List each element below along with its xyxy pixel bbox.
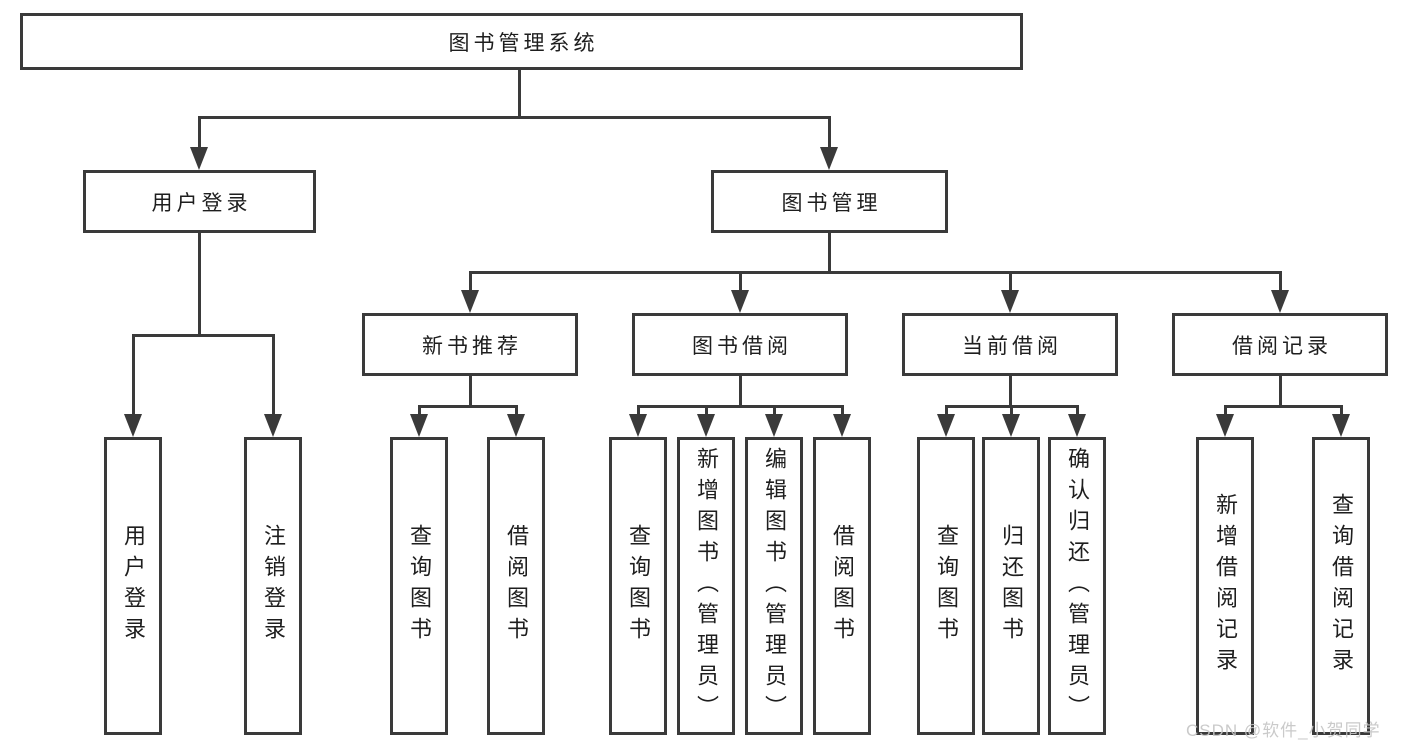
connector-line <box>468 271 472 294</box>
node-book-borrow: 图书借阅 <box>632 313 848 376</box>
arrow-down-icon <box>1001 290 1019 313</box>
connector-line <box>514 405 518 416</box>
arrow-down-icon <box>1216 414 1234 437</box>
leaf-return-book: 归还图书 <box>982 437 1040 735</box>
node-label: 图书管理 <box>781 191 882 215</box>
connector-line <box>840 405 844 416</box>
connector-line <box>738 375 742 408</box>
connector-line <box>271 334 275 416</box>
leaf-query-book-recommend: 查询图书 <box>390 437 448 735</box>
connector-line <box>1278 271 1282 294</box>
arrow-down-icon <box>833 414 851 437</box>
connector-line <box>417 404 518 408</box>
node-label: 当前借阅 <box>962 334 1062 358</box>
connector-line <box>1008 375 1012 408</box>
node-label: 用户登录 <box>151 191 252 215</box>
arrow-down-icon <box>410 414 428 437</box>
node-user-login: 用户登录 <box>83 170 316 233</box>
arrow-down-icon <box>264 414 282 437</box>
connector-line <box>1075 405 1079 416</box>
arrow-down-icon <box>1068 414 1086 437</box>
connector-line <box>704 405 708 416</box>
connector-line <box>417 405 421 416</box>
leaf-label: 新增图书（管理员） <box>694 446 719 726</box>
leaf-borrow-book: 借阅图书 <box>813 437 871 735</box>
connector-line <box>738 271 742 294</box>
arrow-down-icon <box>765 414 783 437</box>
connector-line <box>944 404 1079 408</box>
connector-line <box>468 375 472 408</box>
leaf-add-borrow-record: 新增借阅记录 <box>1196 437 1254 735</box>
arrow-down-icon <box>507 414 525 437</box>
node-book-management: 图书管理 <box>711 170 948 233</box>
connector-line <box>131 333 275 337</box>
leaf-label: 确认归还（管理员） <box>1065 446 1090 726</box>
leaf-label: 查询图书 <box>407 524 432 648</box>
connector-line <box>636 404 844 408</box>
connector-line <box>1223 405 1227 416</box>
leaf-add-book-admin: 新增图书（管理员） <box>677 437 735 735</box>
leaf-logout-login: 注销登录 <box>244 437 302 735</box>
arrow-down-icon <box>1002 414 1020 437</box>
connector-line <box>1278 375 1282 408</box>
node-current-borrow: 当前借阅 <box>902 313 1118 376</box>
leaf-label: 新增借阅记录 <box>1213 493 1238 679</box>
arrow-down-icon <box>461 290 479 313</box>
leaf-label: 用户登录 <box>121 524 146 648</box>
node-label: 图书借阅 <box>692 334 792 358</box>
node-borrow-record: 借阅记录 <box>1172 313 1388 376</box>
connector-line <box>1223 404 1343 408</box>
arrow-down-icon <box>820 147 838 170</box>
node-label: 新书推荐 <box>422 334 522 358</box>
leaf-confirm-return-admin: 确认归还（管理员） <box>1048 437 1106 735</box>
leaf-label: 借阅图书 <box>504 524 529 648</box>
arrow-down-icon <box>937 414 955 437</box>
arrow-down-icon <box>731 290 749 313</box>
leaf-label: 查询借阅记录 <box>1329 493 1354 679</box>
leaf-query-book-borrow: 查询图书 <box>609 437 667 735</box>
leaf-label: 借阅图书 <box>830 524 855 648</box>
watermark-text: CSDN @软件_小贺同学 <box>1186 721 1381 740</box>
arrow-down-icon <box>629 414 647 437</box>
leaf-label: 查询图书 <box>934 524 959 648</box>
leaf-label: 编辑图书（管理员） <box>762 446 787 726</box>
connector-line <box>636 405 640 416</box>
arrow-down-icon <box>697 414 715 437</box>
leaf-query-borrow-record: 查询借阅记录 <box>1312 437 1370 735</box>
node-label: 图书管理系统 <box>448 31 599 55</box>
arrow-down-icon <box>190 147 208 170</box>
node-system-root: 图书管理系统 <box>20 13 1023 70</box>
leaf-query-book-current: 查询图书 <box>917 437 975 735</box>
leaf-borrow-book-recommend: 借阅图书 <box>487 437 545 735</box>
connector-line <box>468 270 1282 274</box>
connector-line <box>944 405 948 416</box>
arrow-down-icon <box>1271 290 1289 313</box>
node-new-book-recommend: 新书推荐 <box>362 313 578 376</box>
arrow-down-icon <box>1332 414 1350 437</box>
connector-line <box>772 405 776 416</box>
arrow-down-icon <box>124 414 142 437</box>
connector-line <box>1008 271 1012 294</box>
connector-line <box>197 117 201 148</box>
connector-line <box>1339 405 1343 416</box>
node-label: 借阅记录 <box>1232 334 1332 358</box>
connector-line <box>197 232 201 337</box>
leaf-user-login: 用户登录 <box>104 437 162 735</box>
leaf-label: 注销登录 <box>261 524 286 648</box>
connector-line <box>131 334 135 416</box>
connector-line <box>827 232 831 274</box>
leaf-label: 归还图书 <box>999 524 1024 648</box>
connector-line <box>197 115 831 119</box>
connector-line <box>1009 405 1013 416</box>
leaf-label: 查询图书 <box>626 524 651 648</box>
leaf-edit-book-admin: 编辑图书（管理员） <box>745 437 803 735</box>
connector-line <box>827 117 831 148</box>
connector-line <box>517 69 521 118</box>
